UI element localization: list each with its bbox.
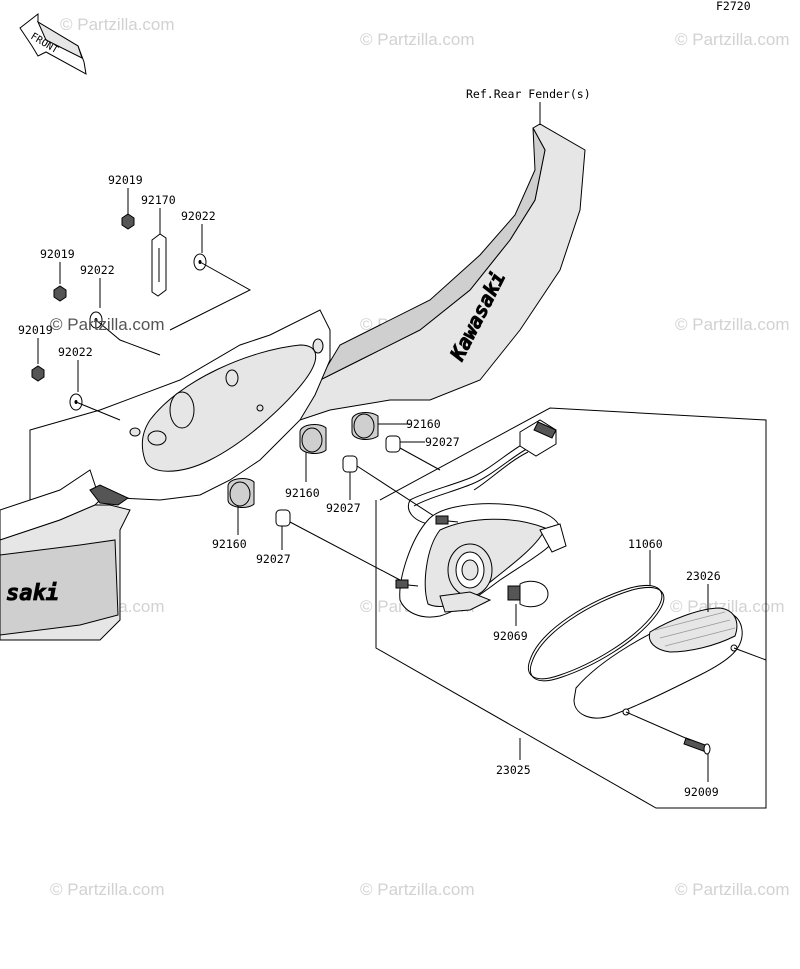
grommet-group: 92160 92027 92160 92027 92160: [212, 412, 460, 581]
hardware-group: 92019 92170 92022 92019 92022 92019 9202…: [18, 173, 252, 421]
tail-cowl: saki: [0, 309, 331, 641]
watermark: © Partzilla.com: [360, 30, 475, 49]
rear-fender: Kawasaki: [278, 123, 586, 421]
ref-rear-fender-label: Ref.Rear Fender(s): [466, 87, 591, 101]
bulb-icon: [507, 580, 549, 608]
collar-icon: [342, 455, 358, 473]
watermark: © Partzilla.com: [50, 880, 165, 899]
part-number-label: 92160: [406, 417, 441, 431]
part-number-label: 92069: [493, 629, 528, 643]
gasket-icon: [528, 584, 665, 682]
part-number-label: 92019: [18, 323, 53, 337]
connector-icon: [519, 419, 557, 457]
watermark: © Partzilla.com: [675, 880, 790, 899]
grommet-icon: [299, 424, 327, 454]
grommet-icon: [227, 478, 255, 508]
part-number-label: 92160: [212, 537, 247, 551]
part-number-label: 92027: [326, 501, 361, 515]
part-number-label: 92027: [256, 552, 291, 566]
watermark: © Partzilla.com: [360, 880, 475, 899]
part-number-label: 11060: [628, 537, 663, 551]
part-number-label: 92027: [425, 435, 460, 449]
part-number-label: 92009: [684, 785, 719, 799]
nut-icon: [121, 213, 135, 230]
part-number-label: 92022: [181, 209, 216, 223]
part-number-label: 92022: [58, 345, 93, 359]
brand-logo-text-partial: saki: [6, 581, 59, 606]
grommet-icon: [351, 412, 379, 440]
watermark: © Partzilla.com: [60, 15, 175, 34]
collar-icon: [385, 435, 401, 453]
lens-icon: [573, 607, 743, 719]
watermark: © Partzilla.com: [675, 30, 790, 49]
watermark: © Partzilla.com: [675, 315, 790, 334]
assembly-bracket: 23025: [375, 407, 767, 809]
part-number-label: 92160: [285, 486, 320, 500]
figure-code: F2720: [716, 0, 751, 13]
part-number-label: 92019: [108, 173, 143, 187]
nut-icon: [31, 365, 45, 382]
part-number-label: 92022: [80, 263, 115, 277]
part-number-label: 92170: [141, 193, 176, 207]
screw-icon: [683, 737, 711, 755]
collar-icon: [275, 509, 291, 527]
taillight-assembly: 92069 11060 23026 92009: [395, 419, 767, 799]
part-number-label: 92019: [40, 247, 75, 261]
nut-icon: [53, 285, 67, 302]
part-number-label: 23025: [496, 763, 531, 777]
part-number-label: 23026: [686, 569, 721, 583]
watermark: © Partzilla.com: [50, 315, 165, 334]
